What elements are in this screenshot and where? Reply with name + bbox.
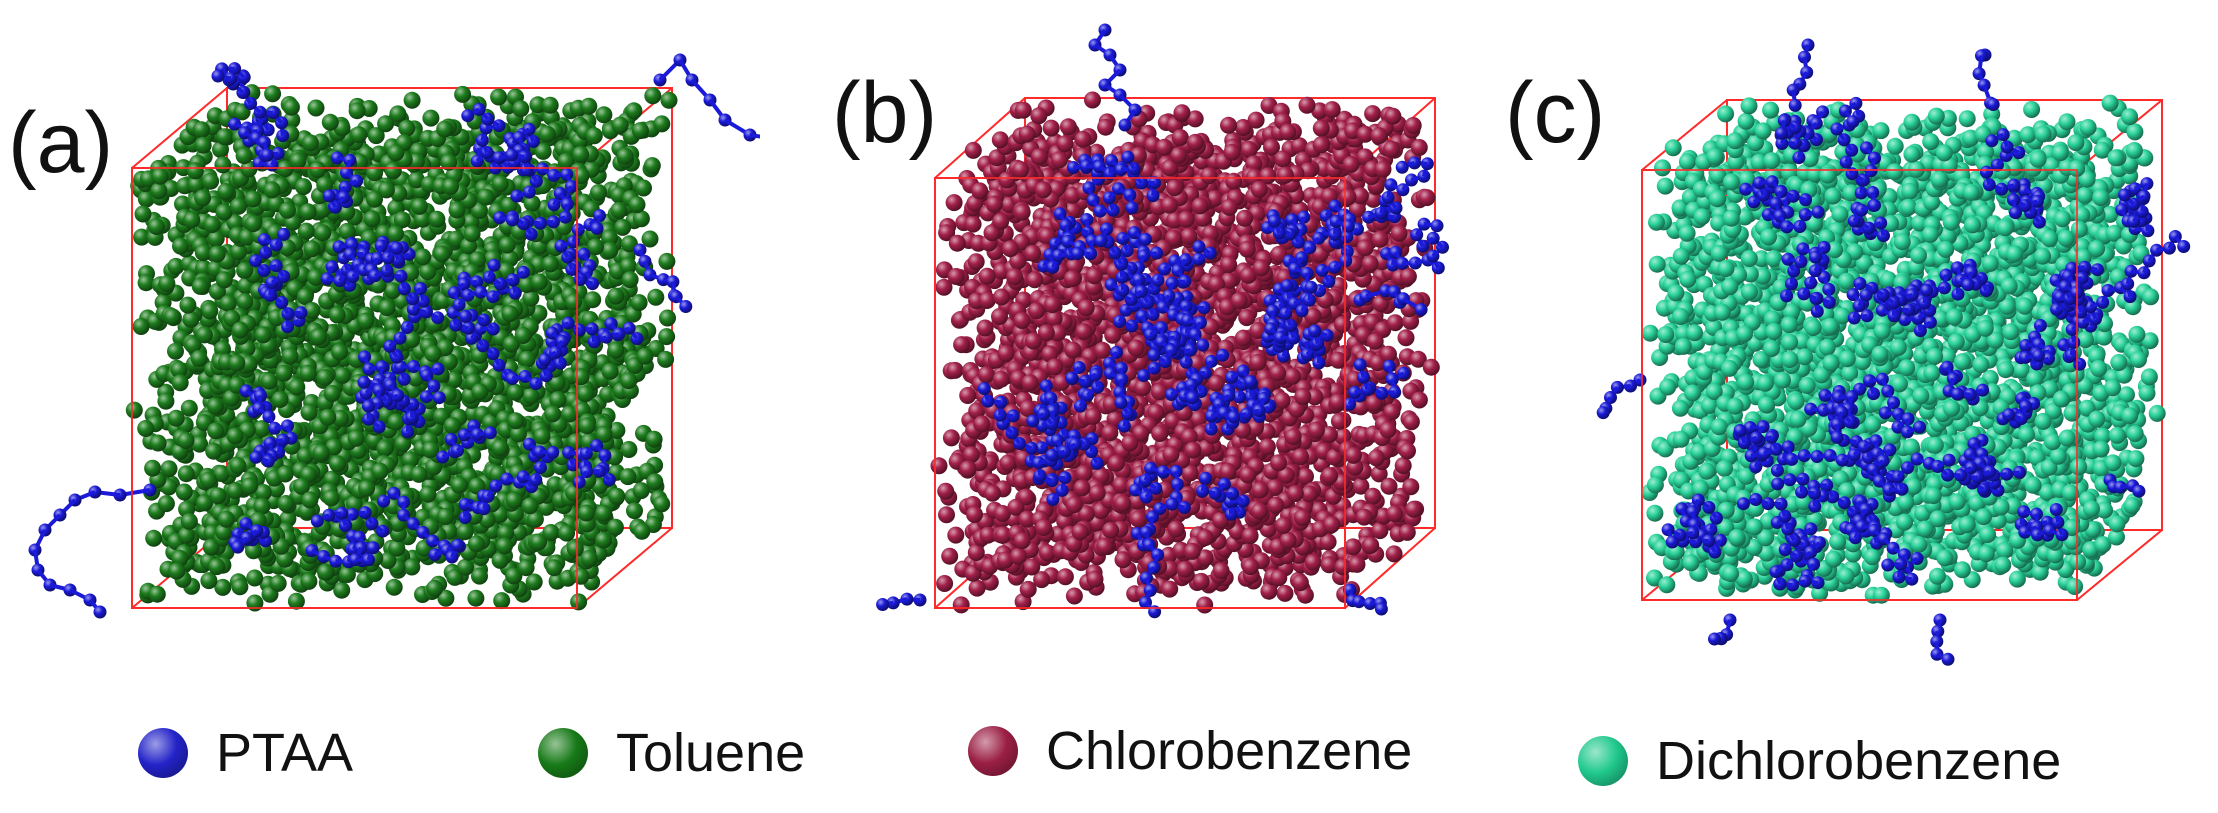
simulation-box-b-image: [876, 23, 1449, 619]
legend-label-dichlorobenzene: Dichlorobenzene: [1656, 731, 2062, 791]
panel-label-b: (b): [832, 65, 938, 161]
legend-label-ptaa: PTAA: [216, 723, 354, 783]
panel-label-c: (c): [1505, 65, 1606, 161]
legend-label-chlorobenzene: Chlorobenzene: [1046, 721, 1413, 781]
simulation-box-front-c: [1641, 169, 2078, 601]
simulation-box-c-image: [1596, 38, 2191, 666]
legend: PTAA Toluene Chlorobenzene Dichlorobenze…: [0, 700, 2218, 810]
ptaa-chains-a: [28, 53, 760, 619]
simulation-box-front-b: [934, 177, 1346, 609]
legend-item-ptaa: PTAA: [138, 722, 353, 784]
legend-item-toluene: Toluene: [538, 722, 805, 784]
panel-label-a: (a): [8, 95, 114, 191]
panel-c: (c): [1500, 0, 2218, 700]
legend-item-chlorobenzene: Chlorobenzene: [968, 720, 1412, 782]
simulation-box-front-a: [131, 167, 578, 609]
panel-b: (b): [760, 0, 1500, 700]
simulation-box-a-image: [28, 53, 760, 619]
dichlorobenzene-sphere-icon: [1578, 736, 1628, 786]
legend-label-toluene: Toluene: [616, 723, 806, 783]
legend-item-dichlorobenzene: Dichlorobenzene: [1578, 730, 2061, 792]
panel-a: (a): [0, 0, 760, 700]
toluene-sphere-icon: [538, 728, 588, 778]
ptaa-chains-c: [1596, 38, 2191, 666]
polymer-bead-icon: [138, 728, 188, 778]
ptaa-chains-b: [876, 23, 1449, 619]
chlorobenzene-sphere-icon: [968, 726, 1018, 776]
